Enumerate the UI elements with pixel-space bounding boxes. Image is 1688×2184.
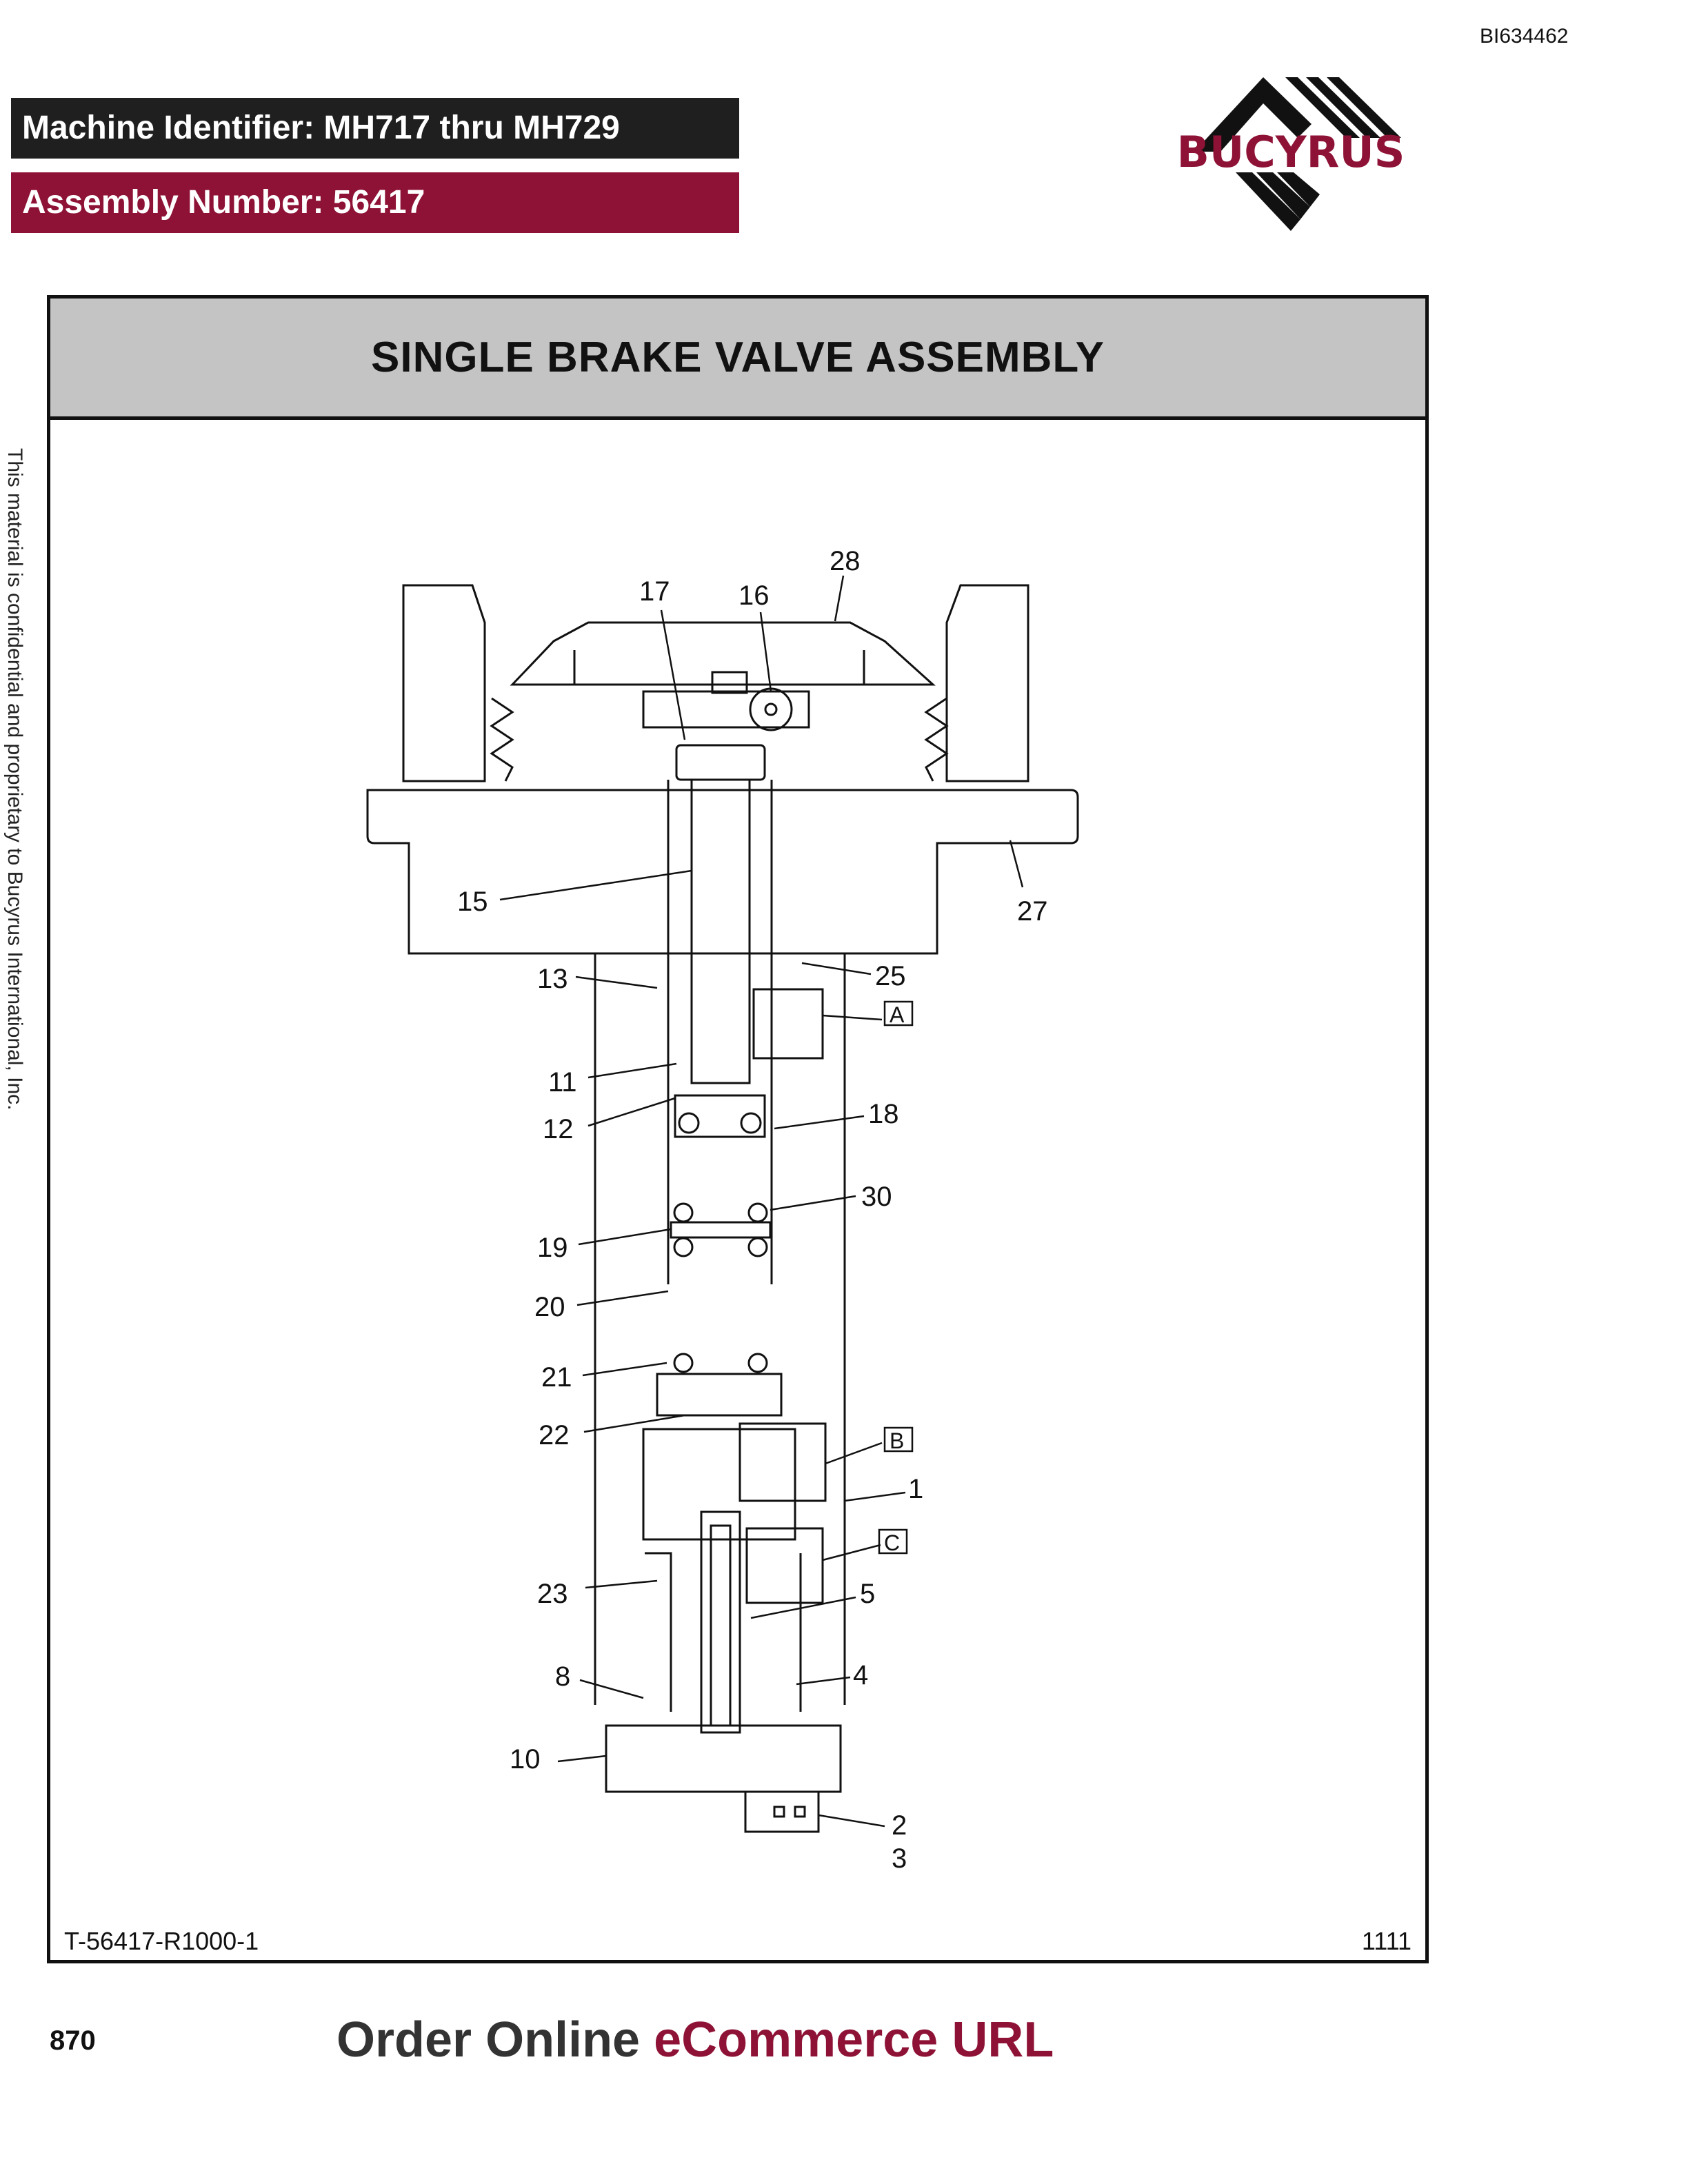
detail-a-label: A [890, 1002, 905, 1027]
assembly-number-banner: Assembly Number: 56417 [11, 172, 739, 233]
callout-8: 8 [555, 1661, 570, 1692]
order-prefix: Order Online [336, 2012, 641, 2067]
callout-19: 19 [537, 1233, 568, 1263]
drawing-title: SINGLE BRAKE VALVE ASSEMBLY [371, 334, 1105, 381]
drawing-reference: T-56417-R1000-1 [64, 1927, 259, 1955]
machine-identifier-banner: Machine Identifier: MH717 thru MH729 [11, 98, 739, 159]
logo-wordmark: BUCYRUS [1177, 127, 1405, 177]
callout-12: 12 [543, 1114, 574, 1144]
callout-10: 10 [510, 1744, 541, 1775]
callout-3: 3 [892, 1843, 907, 1874]
callout-11: 11 [548, 1067, 577, 1098]
title-bar: SINGLE BRAKE VALVE ASSEMBLY [50, 299, 1425, 420]
callout-13: 13 [537, 964, 568, 994]
detail-b-label: B [890, 1428, 904, 1453]
callout-27: 27 [1017, 896, 1048, 927]
callout-2: 2 [892, 1810, 907, 1841]
drawing-frame: SINGLE BRAKE VALVE ASSEMBLY [47, 295, 1429, 1963]
ecommerce-url[interactable]: eCommerce URL [654, 2012, 1054, 2067]
callout-5: 5 [860, 1579, 875, 1609]
document-id: BI634462 [1480, 25, 1569, 48]
callout-16: 16 [738, 580, 770, 611]
order-online-link[interactable]: Order Online eCommerce URL [336, 2012, 1054, 2068]
callout-1: 1 [908, 1474, 923, 1504]
callout-4: 4 [853, 1660, 868, 1690]
detail-c-label: C [884, 1530, 900, 1555]
callout-30: 30 [861, 1182, 892, 1212]
callout-23: 23 [537, 1579, 568, 1609]
callout-18: 18 [868, 1099, 899, 1129]
callout-17: 17 [639, 576, 670, 607]
callout-28: 28 [830, 546, 861, 576]
valve-drawing: 28 17 16 15 27 13 25 A 11 12 18 30 19 20… [366, 546, 1079, 1874]
callout-21: 21 [541, 1362, 572, 1393]
bucyrus-logo: BUCYRUS [1177, 77, 1405, 231]
callout-22: 22 [539, 1420, 570, 1450]
confidentiality-note: This material is confidential and propri… [3, 448, 26, 1111]
callout-15: 15 [457, 887, 488, 917]
callout-20: 20 [534, 1292, 565, 1322]
callout-25: 25 [875, 961, 906, 991]
drawing-code: 1111 [1361, 1927, 1411, 1955]
page-number: 870 [50, 2025, 96, 2056]
